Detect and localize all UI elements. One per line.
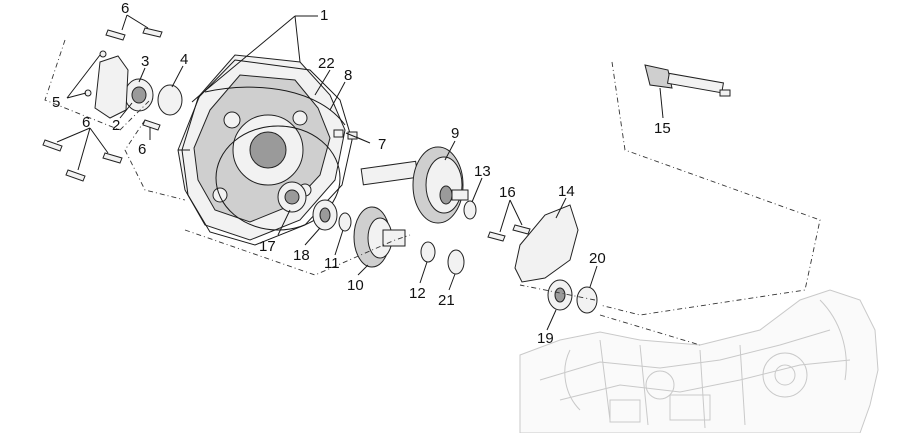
part-3-plate <box>94 55 129 119</box>
callout-9: 9 <box>451 125 459 142</box>
reference-lines <box>44 39 821 346</box>
gasket <box>181 59 353 246</box>
leader-lines <box>56 14 664 331</box>
callout-1: 1 <box>320 7 328 24</box>
callout-4: 4 <box>180 51 188 68</box>
callout-labels: 1 2 3 4 5 6 6 6 7 8 9 10 11 12 13 14 15 … <box>52 0 671 347</box>
part-9-gear-shaft <box>360 146 469 224</box>
callout-20: 20 <box>589 250 606 267</box>
part-21-washer <box>447 249 465 275</box>
callout-8: 8 <box>344 67 352 84</box>
callout-10: 10 <box>347 277 364 294</box>
part-20-ring <box>576 286 598 314</box>
crankcase-outline <box>519 289 879 433</box>
callout-14: 14 <box>558 183 575 200</box>
bolts-6-top <box>105 27 163 41</box>
part-4-ring <box>157 84 183 116</box>
part-16-screws <box>487 224 531 242</box>
bolts-6-left <box>42 119 161 182</box>
callout-21: 21 <box>438 292 455 309</box>
part-18-bearing <box>312 199 338 231</box>
callout-16: 16 <box>499 184 516 201</box>
part-19-bearing <box>547 279 573 311</box>
callout-15: 15 <box>654 120 671 137</box>
callout-5: 5 <box>52 94 60 111</box>
callout-22: 22 <box>318 55 335 72</box>
callout-6-left: 6 <box>82 114 90 131</box>
callout-7: 7 <box>378 136 386 153</box>
part-13-circlip <box>463 200 477 220</box>
callout-19: 19 <box>537 330 554 347</box>
callout-2: 2 <box>112 117 120 134</box>
part-15-shaft <box>644 64 731 97</box>
callout-3: 3 <box>141 53 149 70</box>
oring <box>215 125 341 231</box>
part-14-plate <box>514 204 579 283</box>
part-12-washer <box>420 241 436 263</box>
part-10-gear <box>353 206 406 268</box>
callout-18: 18 <box>293 247 310 264</box>
callout-13: 13 <box>474 163 491 180</box>
callout-6-mid: 6 <box>138 141 146 158</box>
callout-11: 11 <box>324 255 340 272</box>
part-17-bearing <box>277 181 307 213</box>
part-11-washer <box>338 212 352 232</box>
callout-6-top: 6 <box>121 0 129 17</box>
callout-12: 12 <box>409 285 426 302</box>
callout-17: 17 <box>259 238 276 255</box>
